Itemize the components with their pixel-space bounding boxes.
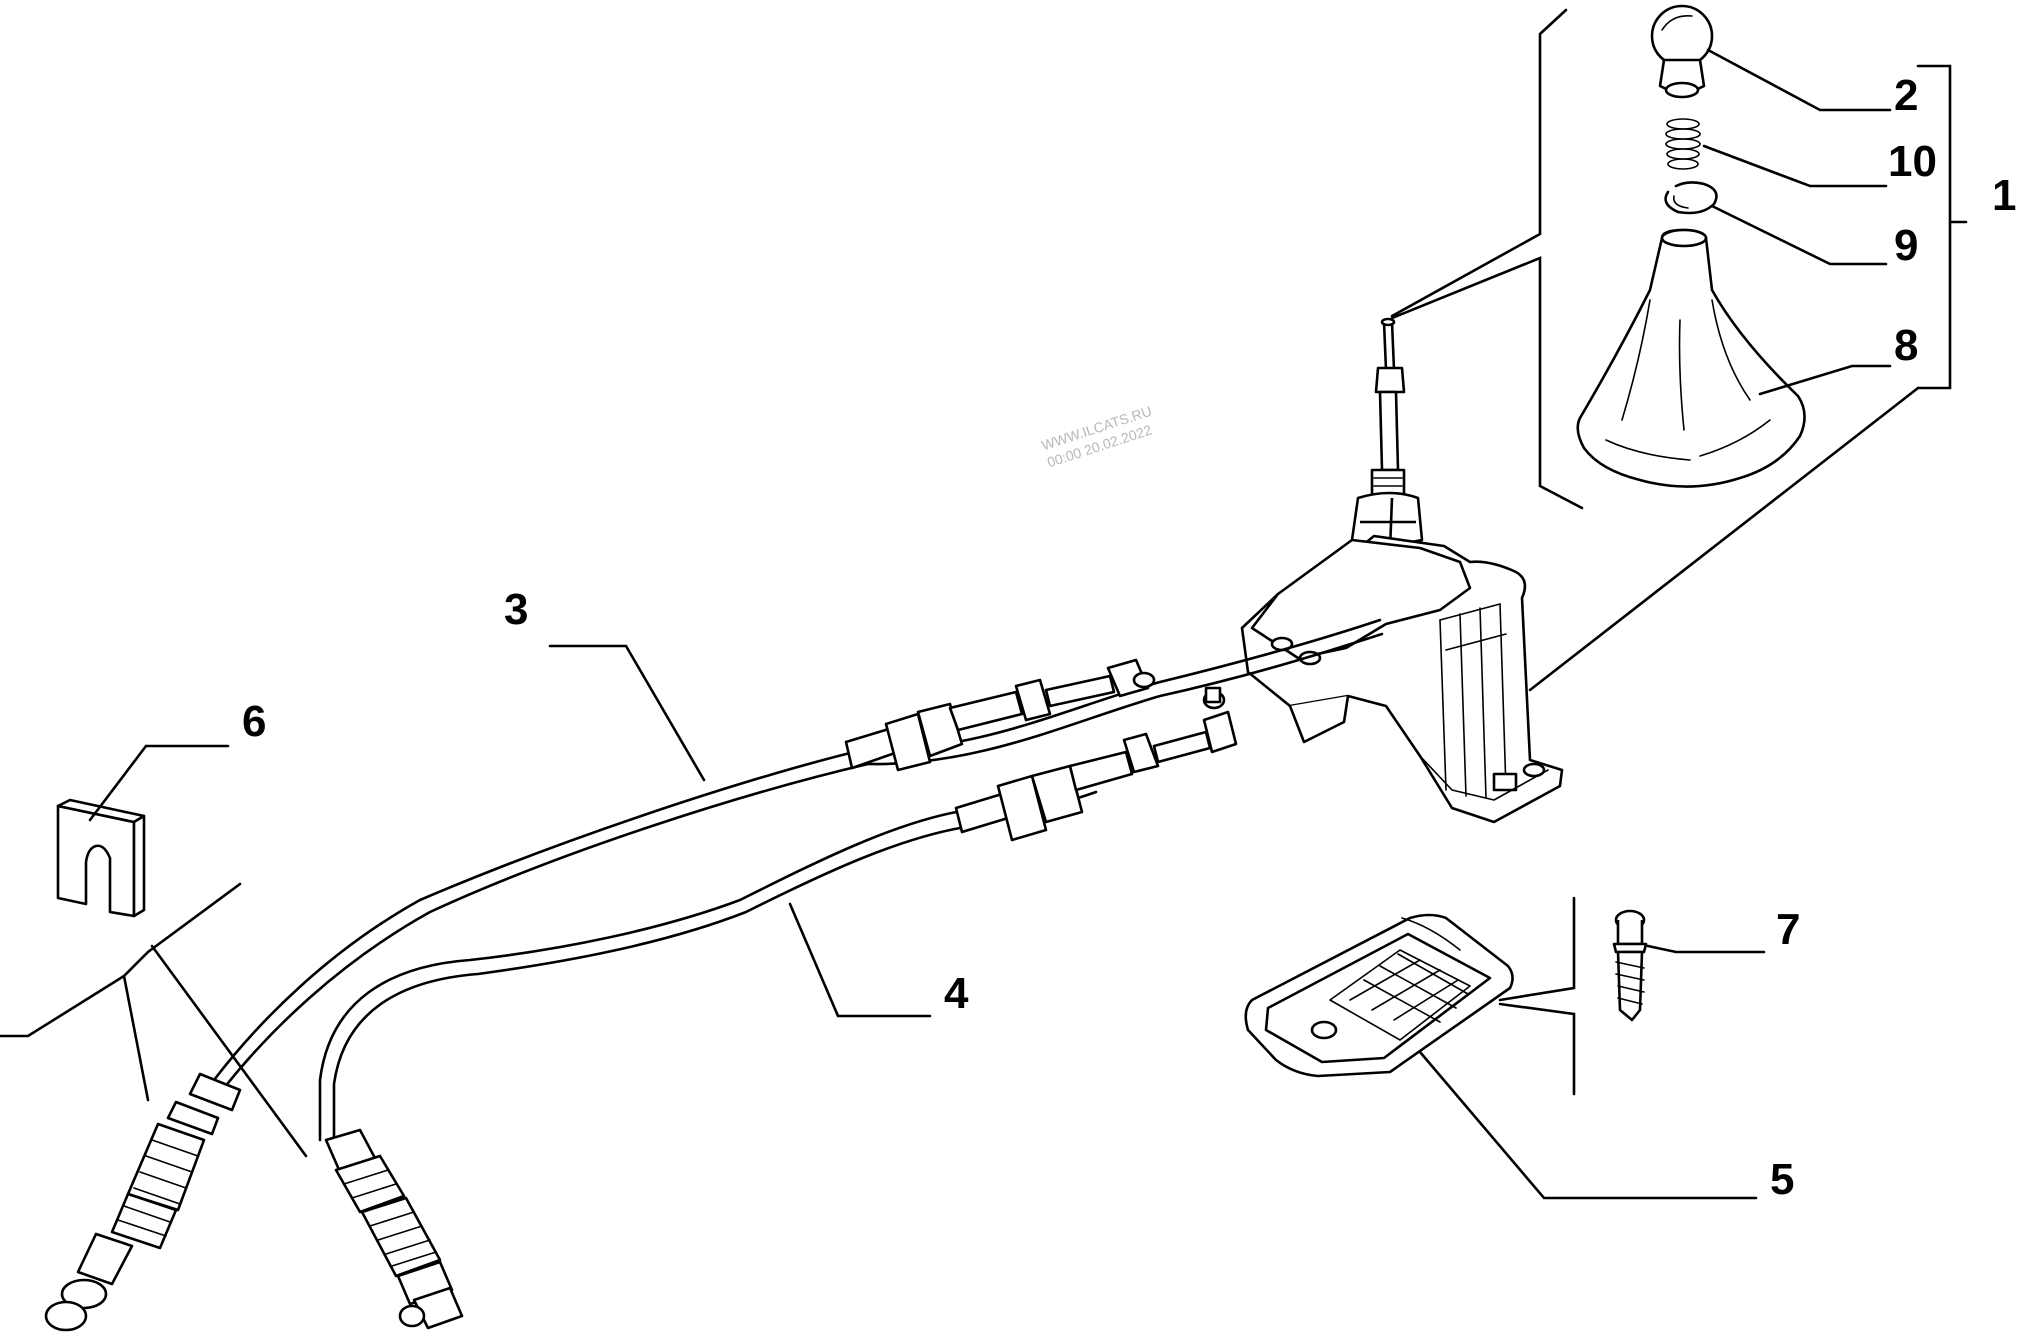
clip [56,798,146,918]
callout-10: 10 [1888,137,1937,186]
leader-8 [1758,364,1892,396]
gasket-breakout [1498,896,1576,1096]
watermark: WWW.ILCATS.RU 00:00 20.02.2022 [1040,403,1154,471]
cable-end-4-upper [954,686,1238,842]
leader-6 [88,744,230,822]
lower-left-breakout [0,882,308,1158]
leader-1 [1528,386,1920,692]
gear-lever-housing [1240,317,1564,824]
leader-4 [788,902,932,1018]
leader-9 [1710,204,1888,266]
callout-4: 4 [944,969,969,1018]
group-bracket [1916,64,1968,390]
breakout-lines [1390,8,1584,510]
callout-9: 9 [1894,221,1918,270]
callout-5: 5 [1770,1155,1794,1204]
callout-1: 1 [1992,171,2016,220]
leader-2 [1706,48,1892,112]
screw [1612,909,1648,1022]
leader-3 [548,644,706,782]
callout-7: 7 [1776,905,1800,954]
circlip-ring [1664,181,1718,215]
gasket-plate [1244,913,1514,1078]
selector-cable-4 [318,776,1098,1330]
callout-8: 8 [1894,321,1918,370]
gear-lever-boot [1576,228,1806,488]
leader-7 [1646,944,1766,954]
callout-6: 6 [242,697,266,746]
leader-10 [1702,144,1888,188]
leader-5 [1418,1050,1758,1200]
cable-end-3-upper [844,658,1156,772]
callout-3: 3 [504,585,528,634]
spring [1665,118,1701,170]
callout-2: 2 [1894,71,1918,120]
gear-knob [1650,4,1714,99]
